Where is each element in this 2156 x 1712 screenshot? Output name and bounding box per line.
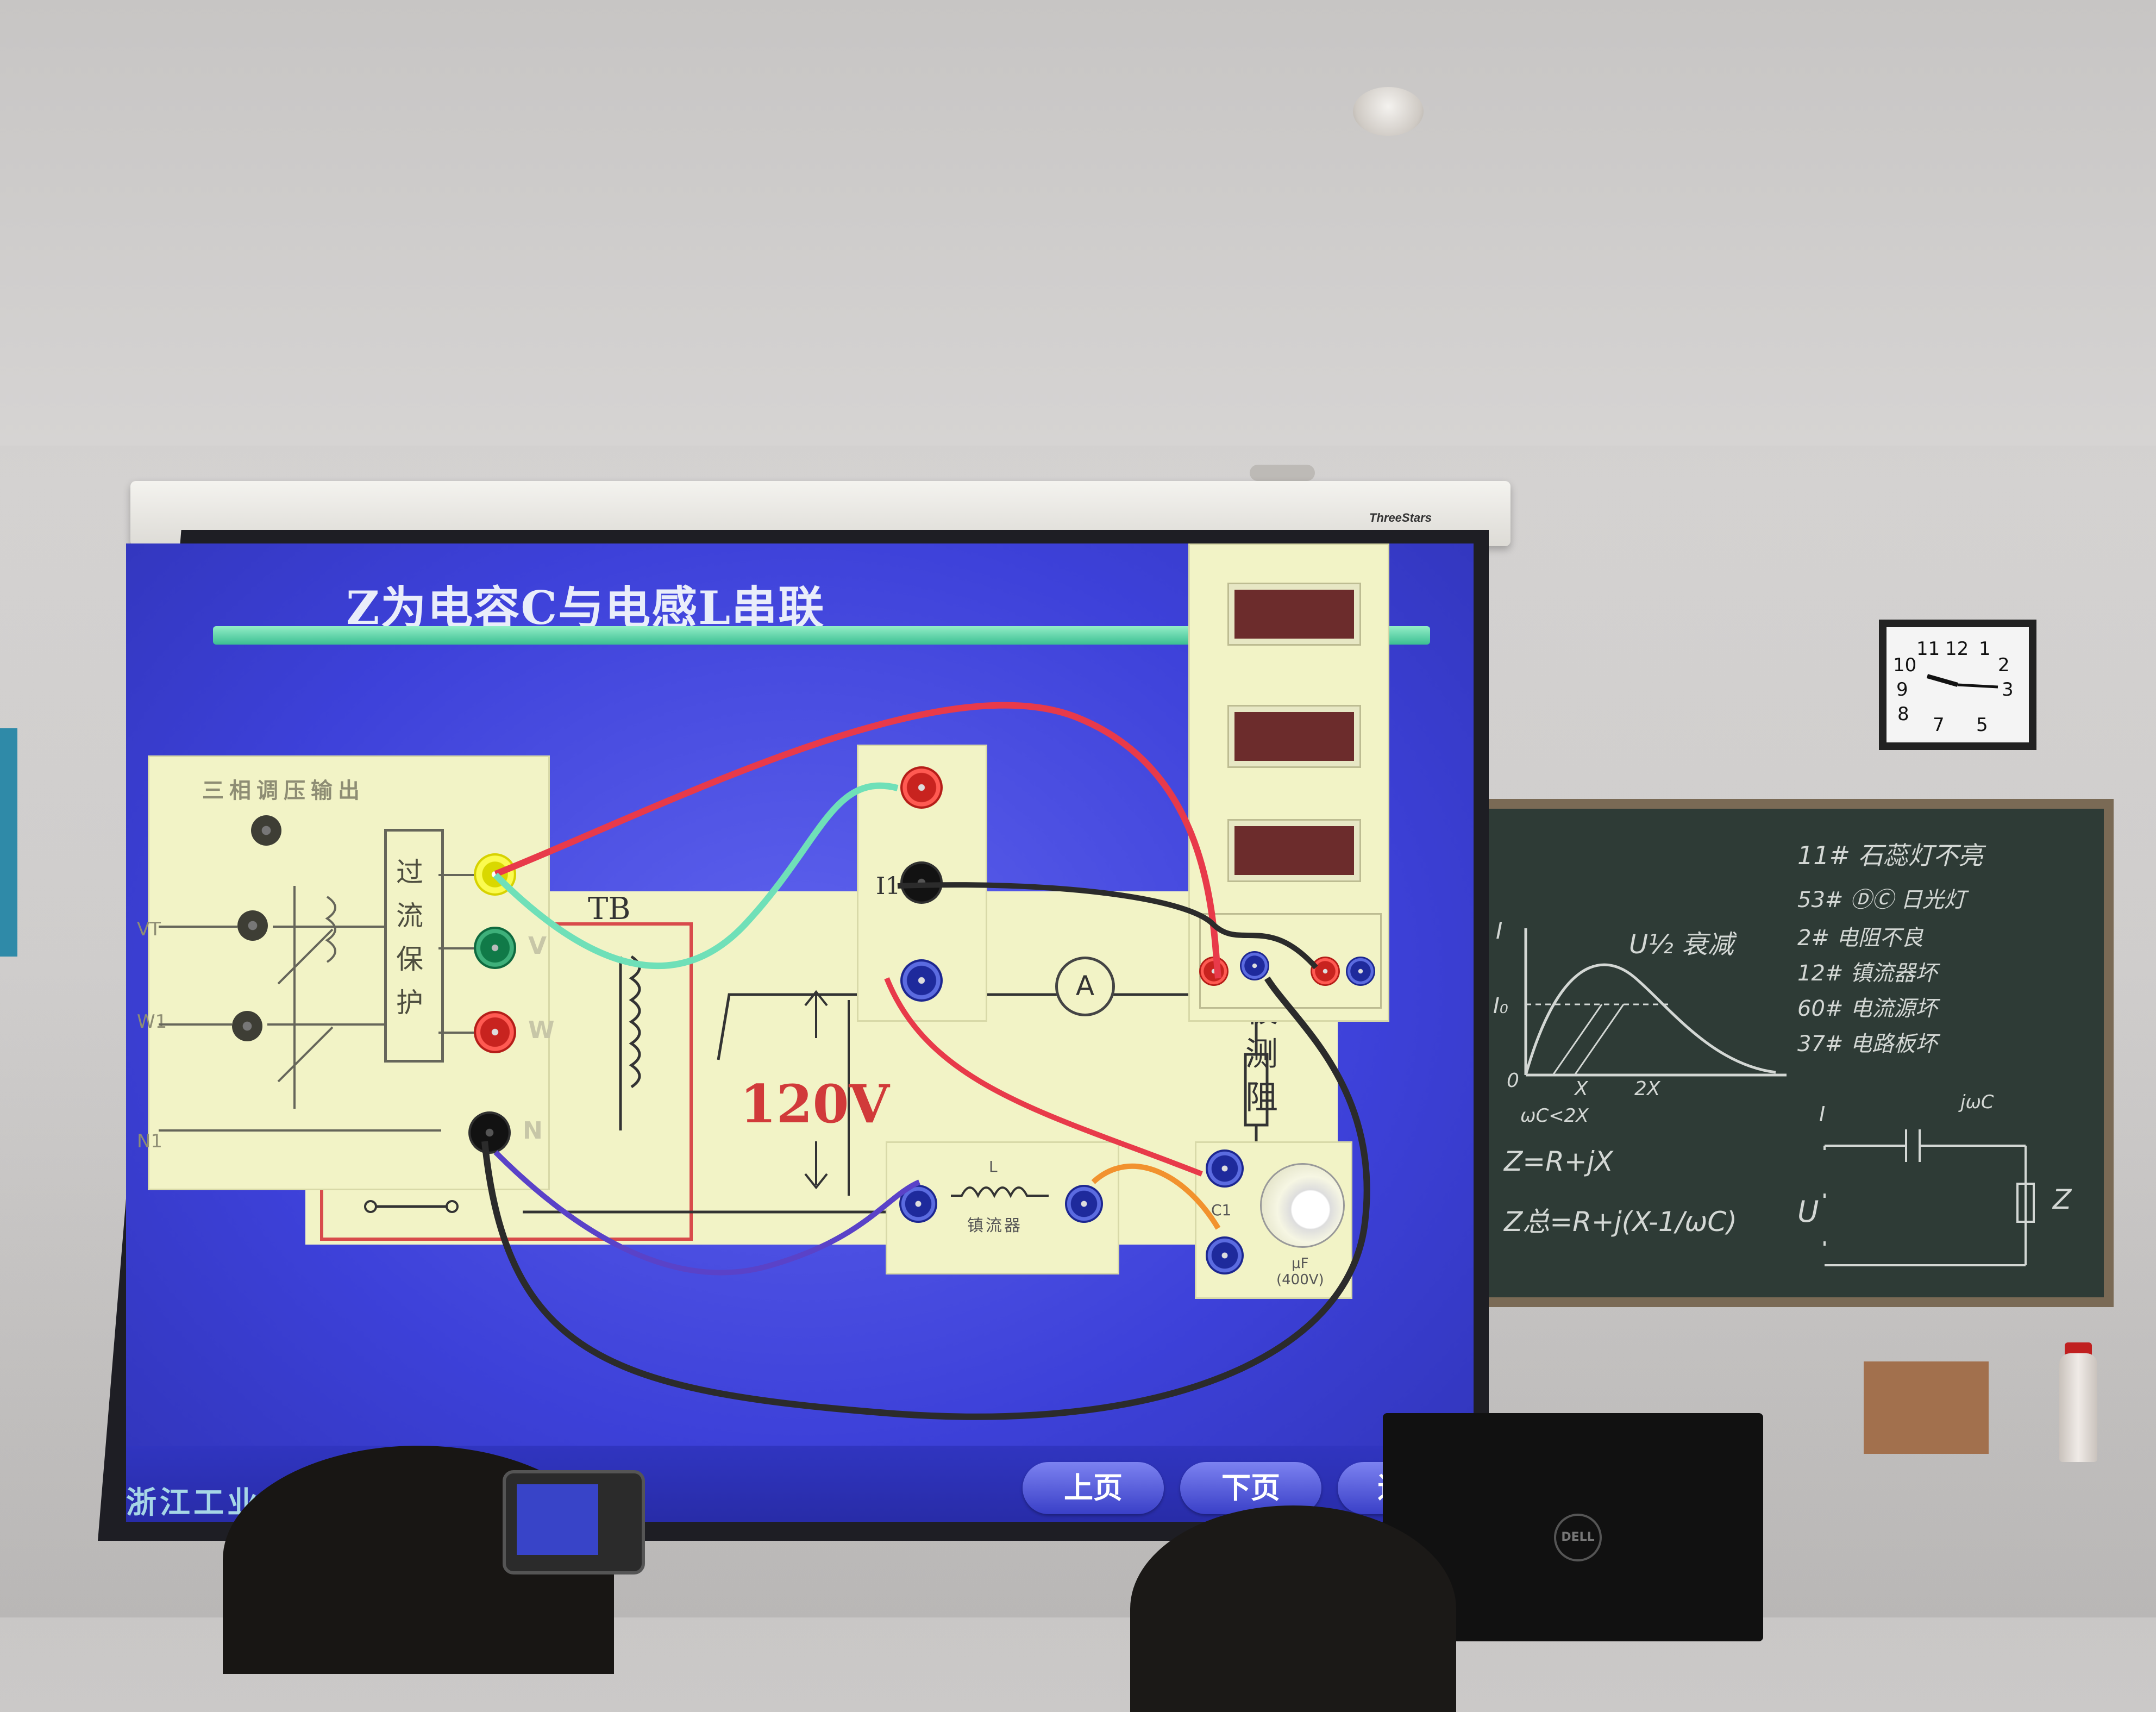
chalk-tick-y: I₀ [1493,994,1508,1019]
chalk-annotation: U½ 衰减 [1629,929,1734,960]
jack-terminal-n[interactable] [468,1111,511,1154]
clock-numeral: 10 [1893,654,1917,676]
overcurrent-protection-box [384,829,444,1063]
chalk-tick-x: X [1575,1078,1588,1100]
ceiling [0,0,2156,446]
inductor-symbol [951,1186,1049,1198]
capacitor-rating-unit: μF [1292,1255,1309,1272]
black-wire [897,882,1318,970]
output-panel-title: 三相调压输出 [202,778,365,803]
capacitor-jack-blue[interactable] [1206,1236,1244,1274]
black-wire [481,976,1370,1420]
capacitor-jack-blue[interactable] [1206,1149,1244,1188]
capacitor-rating-voltage: (400V) [1276,1272,1324,1288]
chalk-note: 60# 电流源坏 [1797,996,1938,1021]
meter-display [1229,821,1359,880]
projected-slide: Z为电容C与电感L串联 TB 120V A 被测阻 三相调压输出 过流保护 VT… [126,543,1474,1522]
chalk-circuit-label: I [1819,1102,1826,1126]
chalk-equation: Z=R+jX [1504,1146,1613,1177]
phase-side-label: VT [137,919,161,940]
clock-numeral: 8 [1897,703,1909,725]
purple-wire [493,1150,920,1276]
capacitance-selector-knob[interactable] [1260,1163,1345,1248]
clock-numeral: 3 [2002,679,2014,701]
chalk-graph [1524,928,1787,1077]
voltage-label: 120V [740,1073,889,1135]
choke-label: 镇流器 [967,1216,1023,1235]
capacitor-label: C1 [1211,1201,1232,1219]
choke-jack-blue[interactable] [1065,1185,1103,1223]
water-bottle [2059,1353,2097,1462]
slide-title: Z为电容C与电感L串联 [346,581,825,635]
phone-screen [517,1484,598,1555]
patch-wires [481,702,1370,1420]
jack-terminal-gray [251,815,281,846]
meter-jack-red[interactable] [1311,957,1340,986]
red-wire [494,702,1221,979]
clock-numeral: 7 [1933,714,1945,736]
chalk-note: 37# 电路板坏 [1797,1032,1938,1057]
chalk-circuit-label: jωC [1960,1091,1994,1113]
jack-terminal-w[interactable] [474,1011,516,1053]
chalk-circuit-label: U [1797,1195,1819,1229]
terminal-label-n: N [523,1117,543,1145]
ammeter-label: A [1075,970,1095,1002]
chalk-note: 53# ⒹⒸ 日光灯 [1797,888,1966,913]
cardboard-box [1864,1361,1989,1454]
jack-i1-red[interactable] [900,766,943,809]
meter-display [1229,707,1359,766]
capacitor-rating: μF (400V) [1276,1255,1324,1288]
jack-i1-blue[interactable] [900,959,943,1002]
meter-jack-blue[interactable] [1346,957,1375,986]
phase-side-label: W1 [137,1011,167,1033]
clock-numeral: 12 [1945,638,1969,660]
cyan-wire [493,782,899,970]
jack-terminal-v[interactable] [474,927,516,969]
chalk-circuit [1823,1129,2035,1266]
terminal-label-w: W [528,1016,555,1044]
chalk-tick-x: 0 [1507,1070,1519,1092]
screen-brand: ThreeStars [1369,511,1432,524]
terminal-label-v: V [528,932,547,960]
jack-terminal-gray [232,1011,262,1041]
ammeter-symbol: A [1055,957,1115,1016]
orange-wire [1091,1163,1221,1230]
dell-logo: DELL [1554,1514,1602,1561]
ballast-choke-panel: L 镇流器 [886,1141,1119,1274]
overcurrent-protection-label: 过流保护 [396,857,423,1019]
clock-numeral: 11 [1916,638,1940,660]
smoke-detector [1353,87,1424,136]
chalk-equation: ωC<2X [1520,1105,1589,1127]
wall-poster-edge [0,728,17,957]
capacitor-panel: C1 μF (400V) [1195,1141,1352,1299]
jack-terminal-gray [237,910,268,941]
wall-clock: 12 1 2 3 5 7 8 9 10 11 [1879,620,2036,750]
clock-hands [1926,674,1998,689]
red-wire [884,977,1203,1177]
chalk-circuit-label: Z [2053,1184,2072,1215]
chalk-note: 11# 石蕊灯不亮 [1797,841,1983,870]
chalk-note: 12# 镇流器坏 [1797,961,1938,986]
chalk-note: 2# 电阻不良 [1797,926,1923,951]
blackboard: 11# 石蕊灯不亮 53# ⒹⒸ 日光灯 2# 电阻不良 12# 镇流器坏 60… [1462,799,2114,1307]
current-panel-label: I1 [876,872,901,900]
prev-page-button[interactable]: 上页 [1023,1462,1164,1514]
smartphone [503,1470,645,1574]
clock-numeral: 5 [1976,714,1988,736]
clock-numeral: 9 [1896,679,1908,701]
transformer-label: TB [588,891,631,927]
clock-numeral: 1 [1979,638,1991,660]
meter-jack-blue[interactable] [1240,951,1269,980]
phase-side-label: N1 [137,1130,163,1152]
chalk-axis-y: I [1496,917,1503,944]
chalk-tick-x: 2X [1634,1078,1660,1100]
projector-mount [1250,465,1315,481]
meter-display [1229,584,1359,644]
student-head [1130,1505,1456,1712]
chalk-equation: Z总=R+j(X-1/ωC) [1504,1206,1737,1238]
three-phase-output-panel: 三相调压输出 过流保护 VT W1 N1 V W N [137,755,555,1190]
choke-symbol-label: L [989,1158,998,1176]
clock-numeral: 2 [1998,654,2010,676]
